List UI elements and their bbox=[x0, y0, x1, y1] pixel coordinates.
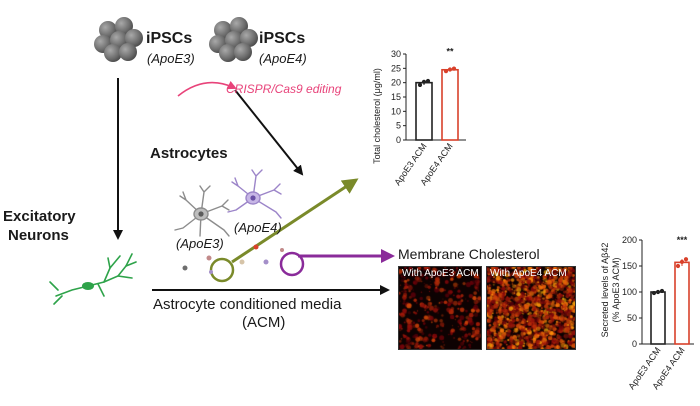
ipsc-apoe4-genotype: (ApoE4) bbox=[259, 51, 307, 66]
ipsc-cluster-apoe4-icon bbox=[209, 17, 258, 62]
c1-point-1-1 bbox=[447, 67, 453, 72]
membrane-cholesterol-title: Membrane Cholesterol bbox=[398, 246, 540, 262]
microscopy-panel-apoe4: With ApoE4 ACM bbox=[486, 266, 576, 350]
olive-arrow-apoe3-to-cholesterol bbox=[231, 178, 359, 264]
chart1-ylabel: Total cholesterol (μg/ml) bbox=[372, 68, 382, 164]
neurons-label-line2: Neurons bbox=[8, 227, 69, 244]
arrow-ipsc-to-astrocytes bbox=[234, 89, 304, 176]
c2-bar-0 bbox=[650, 291, 666, 345]
c1-ytick-label-2: 10 bbox=[391, 106, 401, 116]
microscopy-image-apoe3 bbox=[399, 267, 481, 349]
c2-point-0-1 bbox=[655, 289, 661, 295]
chart2-significance: *** bbox=[677, 235, 688, 245]
c2-point-0-0 bbox=[651, 290, 657, 296]
astrocyte-apoe3-icon bbox=[174, 185, 230, 237]
ipsc-apoe3-title: iPSCs bbox=[146, 30, 193, 47]
microscopy-image-apoe4 bbox=[487, 267, 575, 349]
c1-point-0-1 bbox=[421, 79, 427, 84]
c1-ytick-label-3: 15 bbox=[391, 92, 401, 102]
c2-bar-1 bbox=[674, 261, 690, 345]
astrocyte-apoe4-label: (ApoE4) bbox=[234, 220, 282, 235]
acm-label-line1: Astrocyte conditioned media bbox=[153, 296, 342, 313]
astrocyte-apoe3-label: (ApoE3) bbox=[176, 236, 224, 251]
cholesterol-bar-chart: Total cholesterol (μg/ml) 0 5 10 15 20 25 30 *… bbox=[372, 47, 466, 187]
apoe4-acm-circle bbox=[279, 251, 305, 277]
chart2-ylabel-line1: Secreted levels of Aβ42 bbox=[600, 243, 610, 338]
crispr-label: CRISPR/Cas9 editing bbox=[226, 82, 342, 96]
c1-bar-1 bbox=[441, 68, 459, 141]
c2-point-1-0 bbox=[675, 263, 681, 269]
microscopy-caption-apoe3: With ApoE3 ACM bbox=[402, 268, 479, 279]
apoe3-acm-circle bbox=[209, 257, 235, 283]
c2-ytick-label-3: 150 bbox=[622, 261, 637, 271]
c1-point-1-0 bbox=[443, 69, 449, 74]
c2-ytick-label-1: 50 bbox=[627, 313, 637, 323]
c2-point-0-2 bbox=[659, 288, 665, 294]
c1-ytick-label-6: 30 bbox=[391, 49, 401, 59]
ipsc-apoe3-genotype: (ApoE3) bbox=[147, 51, 195, 66]
microscopy-caption-apoe4: With ApoE4 ACM bbox=[490, 268, 567, 279]
c1-bar-0 bbox=[415, 81, 433, 141]
crispr-arrow bbox=[177, 80, 237, 97]
astrocyte-apoe4-icon bbox=[227, 169, 282, 219]
chart1-significance: ** bbox=[446, 47, 454, 57]
c2-ytick-label-4: 200 bbox=[622, 235, 637, 245]
c1-ytick-label-0: 0 bbox=[396, 135, 401, 145]
neurons-label-line1: Excitatory bbox=[3, 208, 76, 225]
neuron-icon bbox=[49, 253, 137, 305]
c2-point-1-1 bbox=[679, 259, 685, 264]
chart2-ylabel-line2: (% ApoE3 ACM) bbox=[611, 257, 621, 322]
secreted-particles bbox=[182, 244, 284, 274]
microscopy-panel-apoe3: With ApoE3 ACM bbox=[398, 266, 482, 350]
c2-ytick-label-0: 0 bbox=[632, 339, 637, 349]
c1-point-1-2 bbox=[451, 66, 457, 71]
c1-point-0-2 bbox=[425, 78, 431, 84]
c1-point-0-0 bbox=[417, 82, 423, 88]
ipsc-cluster-apoe3-icon bbox=[94, 17, 143, 62]
c1-ytick-label-1: 5 bbox=[396, 121, 401, 131]
ipsc-apoe4-title: iPSCs bbox=[259, 30, 306, 47]
abeta-bar-chart: Secreted levels of Aβ42 (% ApoE3 ACM) 0 5… bbox=[600, 235, 694, 391]
c2-ytick-label-2: 100 bbox=[622, 287, 637, 297]
astrocytes-label: Astrocytes bbox=[150, 145, 228, 162]
c1-ytick-label-5: 25 bbox=[391, 63, 401, 73]
c1-ytick-label-4: 20 bbox=[391, 78, 401, 88]
acm-label-line2: (ACM) bbox=[242, 314, 286, 331]
c2-point-1-2 bbox=[683, 257, 689, 262]
